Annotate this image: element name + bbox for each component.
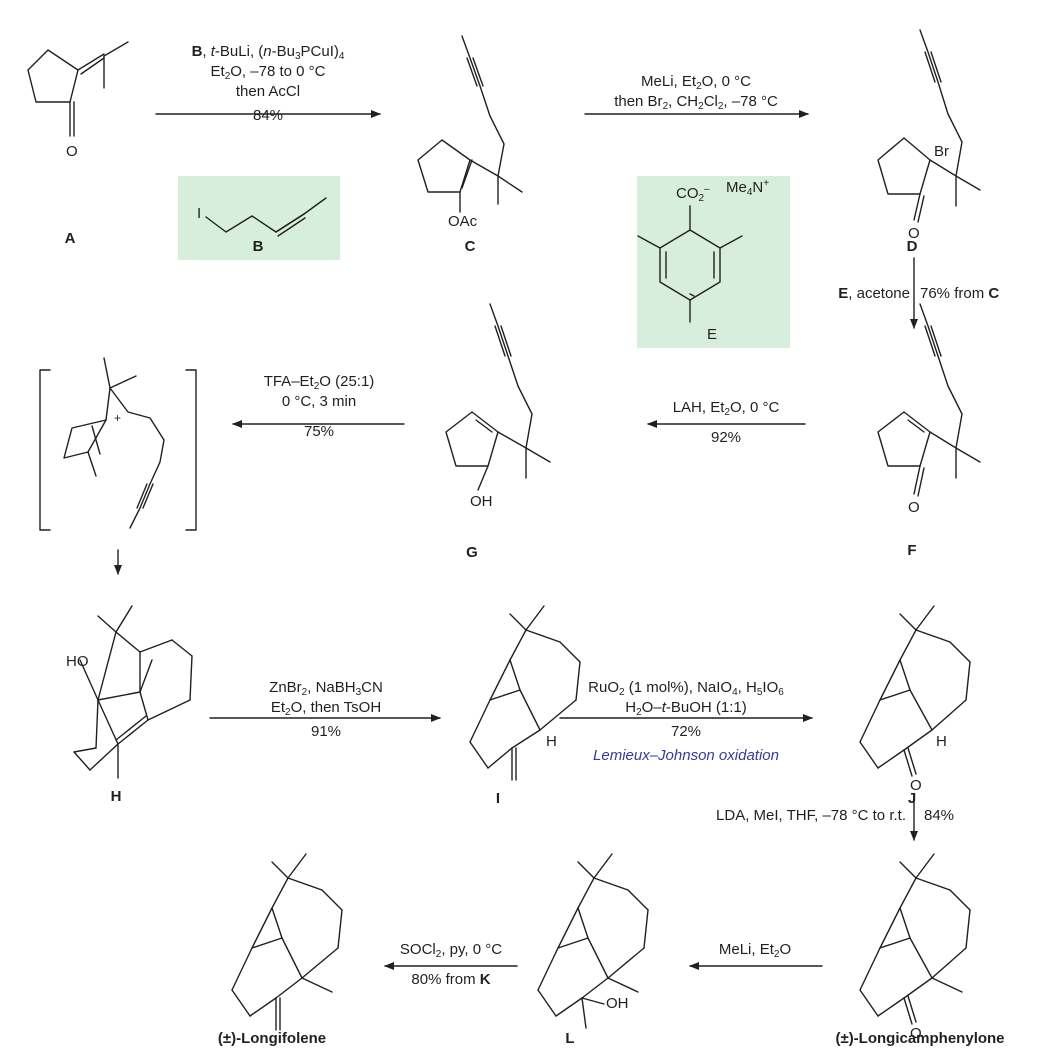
conditions-step6: ZnBr2, NaBH3CN Et2O, then TsOH 91% [212, 678, 440, 742]
conditions-step2: MeLi, Et2O, 0 °C then Br2, CH2Cl2, –78 °… [586, 72, 806, 112]
f-ketone-oxygen: O [908, 499, 920, 516]
structure-longifolene [231, 853, 343, 1031]
structure-i [469, 605, 581, 781]
a-ketone-oxygen: O [66, 143, 78, 160]
conditions-step5: TFA–Et2O (25:1) 0 °C, 3 min 75% [234, 372, 404, 442]
d-bromine: Br [934, 143, 949, 160]
step10-yield: 80% from K [411, 971, 491, 988]
h-hydroxyl: HO [66, 653, 89, 670]
reagent-b-box [178, 176, 340, 260]
label-e: E [706, 326, 718, 343]
label-f: F [907, 542, 917, 559]
step7-named-reaction: Lemieux–Johnson oxidation [593, 747, 779, 764]
step1-line2: Et2O, –78 to 0 °C [210, 63, 326, 82]
cation-charge: + [114, 411, 122, 425]
step2-line2: then Br2, CH2Cl2, –78 °C [614, 93, 778, 112]
conditions-step1: B, t-BuLi, (n-Bu3PCuI)4 Et2O, –78 to 0 °… [158, 42, 378, 126]
structure-c [417, 35, 523, 213]
c-acetoxy: OAc [448, 213, 478, 230]
step9-line1: MeLi, Et2O [718, 941, 792, 960]
step6-line1: ZnBr2, NaBH3CN [269, 679, 383, 698]
b-iodine: I [197, 205, 202, 222]
label-i: I [495, 790, 501, 807]
step1-line3: then AcCl [235, 83, 301, 100]
label-j: J [907, 790, 917, 807]
label-d: D [906, 238, 918, 255]
step10-line1: SOCl2, py, 0 °C [399, 941, 503, 960]
longicamphenylone-oxygen: O [910, 1025, 922, 1042]
conditions-step4: LAH, Et2O, 0 °C 92% [648, 398, 804, 448]
cation-intermediate [39, 357, 197, 531]
step7-line1: RuO2 (1 mol%), NaIO4, H5IO6 [588, 679, 784, 698]
conditions-step7: RuO2 (1 mol%), NaIO4, H5IO6 H2O–t-BuOH (… [560, 678, 812, 766]
conditions-step9: MeLi, Et2O [690, 940, 820, 960]
step5-line2: 0 °C, 3 min [281, 393, 357, 410]
label-h: H [110, 788, 122, 805]
conditions-step10: SOCl2, py, 0 °C 80% from K [386, 940, 516, 990]
label-b: B [252, 238, 264, 255]
j-ketone-oxygen: O [910, 777, 922, 794]
structure-h [73, 605, 193, 779]
structure-e [637, 205, 743, 323]
label-c: C [464, 238, 476, 255]
e-counterion: Me4N+ [726, 178, 770, 198]
structure-l [537, 853, 649, 1029]
step4-yield: 92% [710, 429, 742, 446]
step8-right: 84% [924, 807, 955, 824]
step6-line2: Et2O, then TsOH [270, 699, 382, 718]
structure-longicamphenylone [859, 853, 971, 1025]
label-a: A [64, 230, 76, 247]
d-ketone-oxygen: O [908, 225, 920, 242]
step7-line2: H2O–t-BuOH (1:1) [625, 699, 747, 718]
label-longifolene: (±)-Longifolene [217, 1030, 327, 1047]
step2-line1: MeLi, Et2O, 0 °C [641, 73, 751, 92]
label-g: G [466, 544, 478, 561]
structure-a [27, 41, 129, 137]
step1-yield: 84% [252, 107, 284, 124]
step5-yield: 75% [303, 423, 335, 440]
structure-j [859, 605, 971, 777]
label-longicamphenylone: (±)-Longicamphenylone [835, 1030, 1005, 1047]
step3-right: 76% from C [920, 285, 1000, 302]
structure-b [205, 197, 327, 237]
step3-left: E, acetone [838, 285, 910, 302]
g-hydroxyl: OH [470, 493, 493, 510]
structure-f [877, 303, 981, 497]
step8-left: LDA, MeI, THF, –78 °C to r.t. [716, 807, 906, 824]
structure-d [877, 29, 981, 223]
l-hydroxyl: OH [606, 995, 629, 1012]
step4-line1: LAH, Et2O, 0 °C [672, 399, 780, 418]
label-l: L [565, 1030, 575, 1047]
step5-line1: TFA–Et2O (25:1) [263, 373, 375, 392]
step7-yield: 72% [670, 723, 702, 740]
step6-yield: 91% [310, 723, 342, 740]
j-hydrogen: H [936, 733, 947, 750]
i-hydrogen: H [546, 733, 557, 750]
e-carboxylate: CO2– [676, 184, 710, 204]
step1-line1: B, t-BuLi, (n-Bu3PCuI)4 [191, 43, 345, 62]
structure-g [445, 303, 551, 491]
